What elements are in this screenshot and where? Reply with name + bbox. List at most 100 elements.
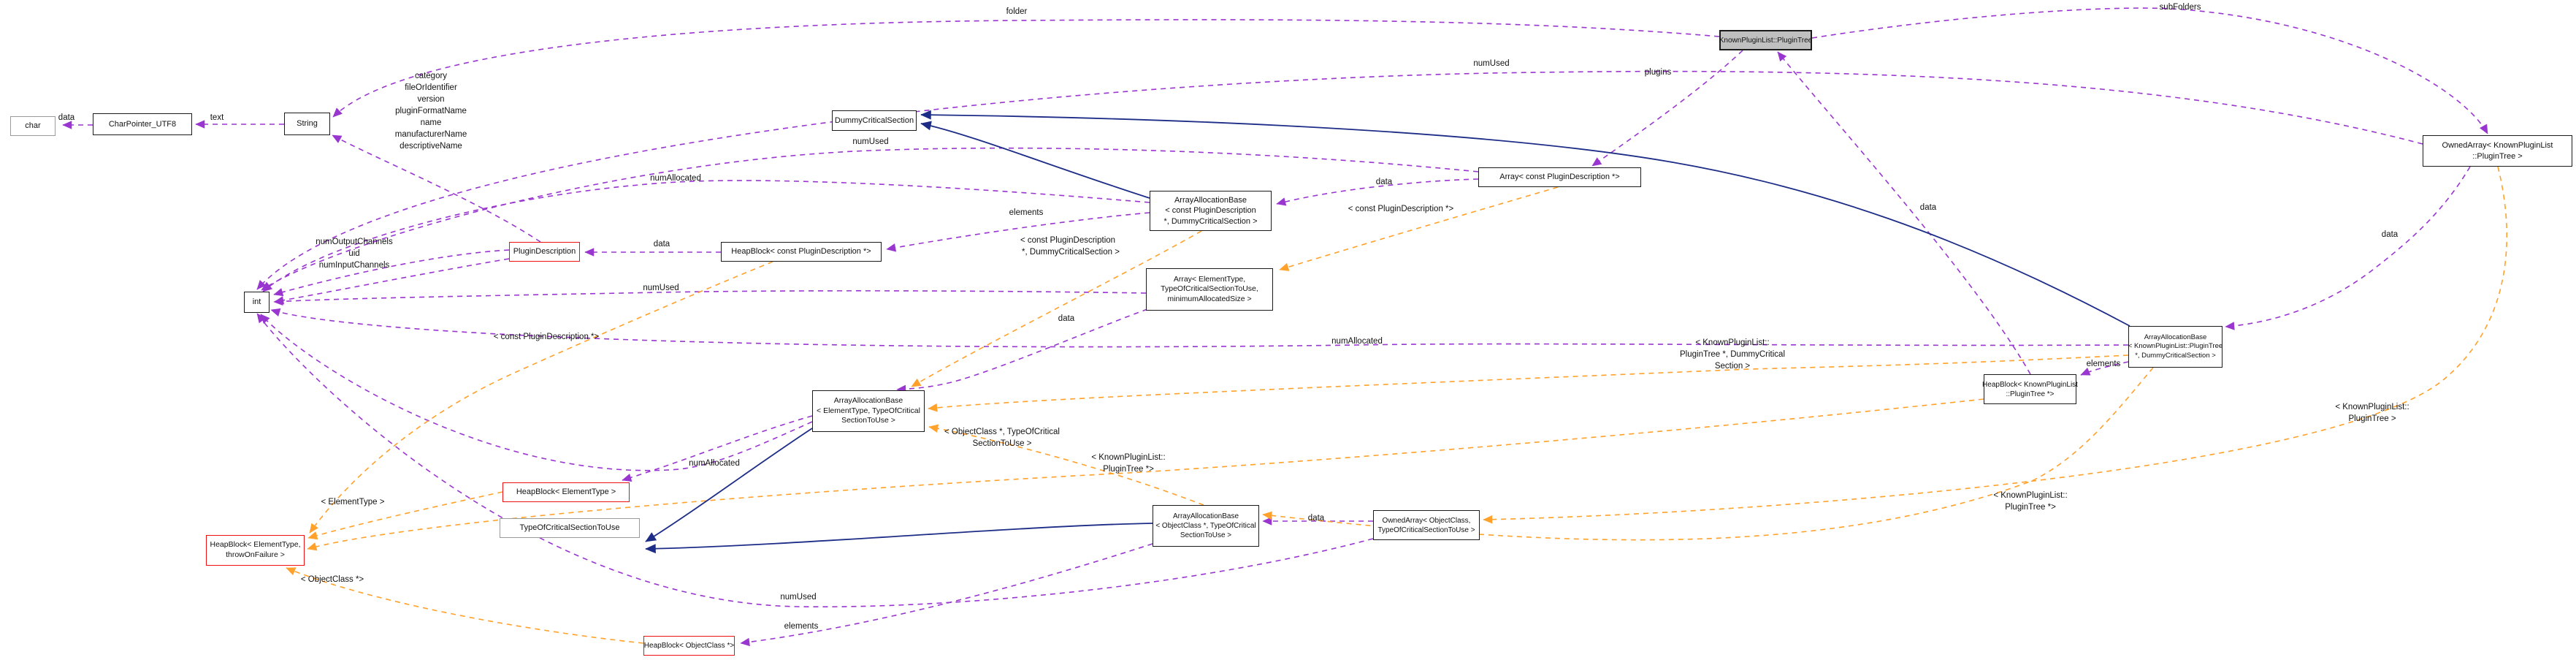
edge-label: < ObjectClass *, TypeOfCritical (944, 428, 1060, 436)
edge-label: numUsed (643, 284, 679, 292)
edge-label: PluginTree *> (1103, 465, 1154, 474)
node-heapblock-elementtype[interactable]: HeapBlock< ElementType > (502, 482, 630, 502)
node-label-line: < const PluginDescription (1165, 206, 1256, 216)
edge-label: data (2381, 230, 2399, 239)
edge-int-members-b-usage (274, 258, 510, 305)
edge-label: PluginTree *, DummyCritical (1680, 350, 1785, 359)
node-label-line: HeapBlock< ElementType > (516, 488, 616, 497)
edge-numused-arrayet-int-usage (273, 290, 1147, 306)
edge-template-heapblockobj-heapblocketf (286, 567, 644, 644)
node-plugindescription[interactable]: PluginDescription (509, 242, 580, 262)
edge-label: numInputChannels (318, 261, 390, 270)
node-label-line: *, DummyCriticalSection > (1163, 216, 1258, 226)
node-ownedarray-objectclass[interactable]: OwnedArray< ObjectClass,TypeOfCriticalSe… (1373, 510, 1480, 540)
node-label-line: SectionToUse > (1180, 531, 1232, 539)
node-array-elementtype[interactable]: Array< ElementType,TypeOfCriticalSection… (1146, 268, 1273, 311)
node-char[interactable]: char (10, 116, 56, 136)
node-knownpluginlist-plugintree[interactable]: KnownPluginList::PluginTree (1719, 30, 1812, 50)
edge-label: folder (1006, 7, 1028, 16)
node-typeofcriticalsectiontouse[interactable]: TypeOfCriticalSectionToUse (500, 518, 640, 538)
edge-label: data (58, 113, 75, 122)
edge-label: < KnownPluginList:: (2335, 403, 2409, 411)
node-ownedarray-knownpluginlist-plugintree[interactable]: OwnedArray< KnownPluginList::PluginTree … (2423, 135, 2572, 167)
node-heapblock-knownpluginlist-plugintree[interactable]: HeapBlock< KnownPluginList::PluginTree *… (1982, 374, 2078, 404)
edge-template-ownedarraykpl-ownedarrayobj (1483, 166, 2507, 524)
edge-inherit-aabpd-dcs (920, 121, 1150, 199)
edge-label: numUsed (1473, 59, 1510, 68)
edge-label: fileOrIdentifier (405, 83, 457, 92)
edge-label: < const PluginDescription (1020, 236, 1116, 245)
edge-label: numAllocated (1331, 337, 1383, 346)
node-label-line: TypeOfCriticalSectionToUse, (1161, 284, 1258, 294)
node-string[interactable]: String (284, 113, 330, 135)
node-array-constpd[interactable]: Array< const PluginDescription *> (1478, 167, 1641, 187)
edge-elements-aabpd-usage (886, 212, 1150, 252)
edge-label: plugins (1644, 68, 1672, 77)
edge-label: uid (348, 249, 360, 258)
node-label-line: KnownPluginList::PluginTree (1719, 36, 1813, 45)
edge-data-ownedarraykpl-aabkpl-usage (2225, 166, 2471, 330)
edge-numallocated-aabet-int-usage (260, 314, 813, 471)
edge-label: < const PluginDescription *> (1348, 205, 1454, 213)
node-label-line: ArrayAllocationBase (1172, 512, 1239, 520)
edge-label: name (420, 118, 442, 127)
node-label-line: CharPointer_UTF8 (108, 119, 177, 129)
node-dummycriticalsection[interactable]: DummyCriticalSection (832, 110, 917, 131)
node-label-line: ArrayAllocationBase (833, 396, 903, 406)
node-label-line: Array< const PluginDescription *> (1499, 172, 1620, 182)
edge-label: numUsed (780, 593, 817, 602)
node-label-line: String (297, 119, 318, 129)
node-int[interactable]: int (244, 292, 270, 313)
edge-data-heapblockkpl-plugintree-usage (1777, 51, 2031, 375)
edge-elements-aabet-heapblocket-usage (622, 415, 813, 482)
node-arrayallocationbase-constpd-dcs[interactable]: ArrayAllocationBase< const PluginDescrip… (1150, 191, 1272, 231)
edge-label: Section > (1714, 362, 1751, 371)
edge-plugins-usage (1591, 50, 1743, 167)
node-label-line: HeapBlock< ObjectClass *> (643, 642, 735, 650)
edge-label: version (417, 95, 445, 104)
node-label-line: TypeOfCriticalSectionToUse > (1377, 526, 1475, 534)
edge-label: *, DummyCriticalSection > (1022, 248, 1120, 257)
node-arrayallocationbase-knownpluginlist[interactable]: ArrayAllocationBase< KnownPluginList::Pl… (2128, 326, 2223, 368)
edge-label: data (1307, 514, 1325, 523)
node-label-line: Array< ElementType, (1173, 274, 1246, 284)
node-label-line: PluginDescription (513, 247, 576, 257)
node-label-line: char (25, 121, 41, 131)
edge-data-arrayet-aabet-usage (896, 308, 1148, 394)
node-label-line: minimumAllocatedSize > (1167, 294, 1252, 303)
node-label-line: HeapBlock< const PluginDescription *> (731, 247, 871, 257)
node-arrayallocationbase-objectclass[interactable]: ArrayAllocationBase < ObjectClass *, Type… (1153, 505, 1259, 547)
edge-data-array-aab-usage (1276, 178, 1479, 206)
node-label-line: ::PluginTree *> (2006, 390, 2055, 398)
node-heapblock-constpd[interactable]: HeapBlock< const PluginDescription *> (721, 242, 882, 262)
node-label-line: throwOnFailure > (226, 550, 285, 559)
node-label-line: DummyCriticalSection (834, 115, 914, 125)
edge-subfolders-usage (1811, 7, 2488, 134)
edge-template-aabkpl-aabet (928, 354, 2129, 412)
edge-template-arraypd-arrayet (1279, 186, 1559, 271)
edge-template-aabpd-aabet (911, 230, 1202, 387)
node-heapblock-elementtype-throwonfailure[interactable]: HeapBlock< ElementType,throwOnFailure > (206, 535, 305, 566)
edge-label: numOutputChannels (316, 238, 393, 246)
edge-label: subFolders (2159, 3, 2201, 12)
edge-folder-usage (332, 19, 1720, 118)
edge-label: data (1375, 178, 1393, 186)
node-label-line: OwnedArray< ObjectClass, (1382, 516, 1471, 525)
node-label-line: ::PluginTree > (2472, 151, 2523, 161)
node-charpointer-utf8[interactable]: CharPointer_UTF8 (93, 113, 192, 135)
node-label-line: < ObjectClass *, TypeOfCritical (1155, 522, 1256, 530)
node-arrayallocationbase-elementtype[interactable]: ArrayAllocationBase< ElementType, TypeOf… (812, 390, 925, 432)
edge-label: text (210, 113, 224, 122)
node-heapblock-objectclass[interactable]: HeapBlock< ObjectClass *> (643, 636, 735, 656)
edge-label: numAllocated (650, 174, 701, 183)
edge-numallocated-aabpd-int-usage (262, 180, 1150, 292)
node-label-line: < ElementType, TypeOfCritical (817, 406, 920, 415)
node-label-line: TypeOfCriticalSectionToUse (519, 523, 620, 533)
edge-label: < KnownPluginList:: (1993, 491, 2068, 500)
edge-label: < ElementType > (321, 498, 385, 507)
edge-label: descriptiveName (400, 142, 462, 151)
edge-elements-aabkpl-heapblockkpl-usage (2080, 361, 2129, 376)
edge-numused-ownedarraykpl-int-usage (256, 70, 2423, 290)
